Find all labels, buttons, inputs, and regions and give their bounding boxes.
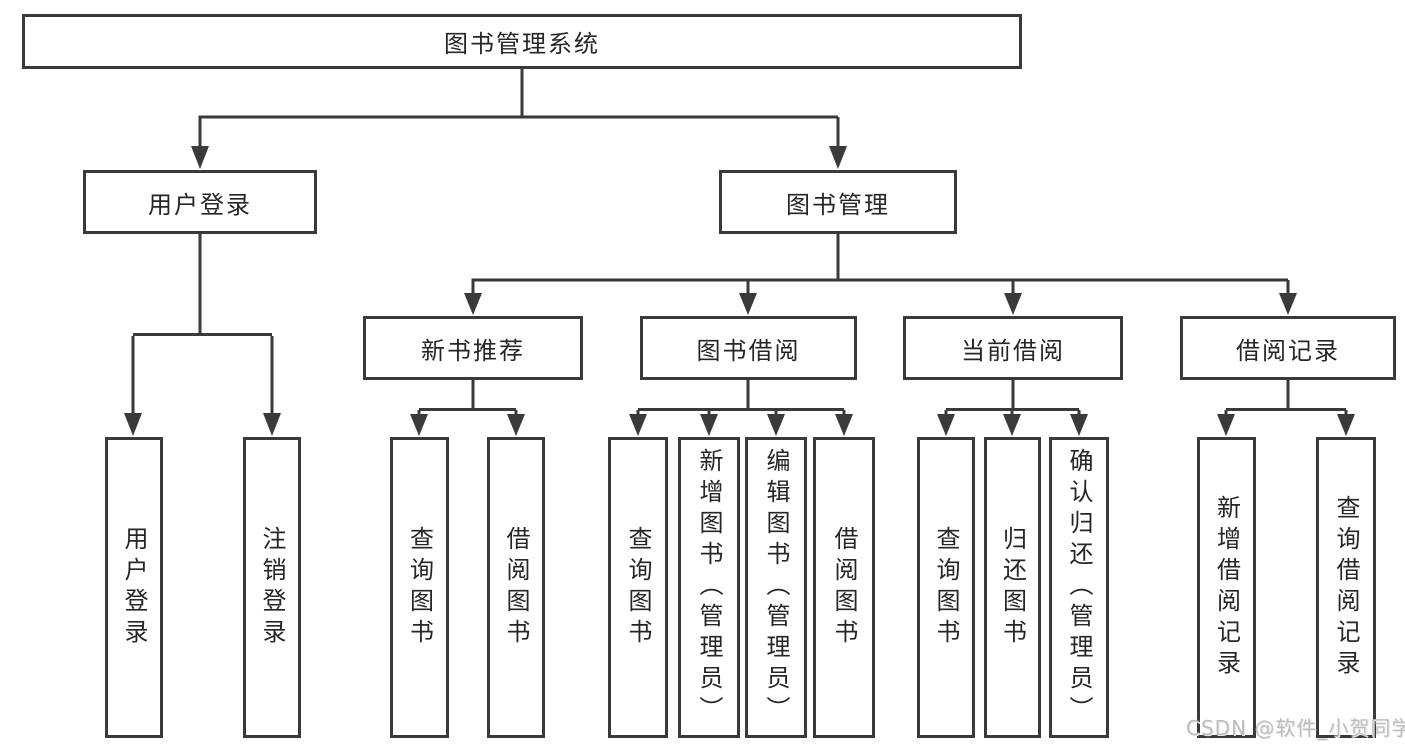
leaf-label: 归还图书 (998, 525, 1027, 650)
node-borrowing: 图书借阅 (640, 316, 857, 380)
leaf-label: 查询图书 (624, 525, 652, 650)
arrowhead (464, 293, 482, 315)
arrowhead (629, 414, 647, 436)
leaf-label: 借阅图书 (502, 525, 530, 650)
leaf-query-books-3: 查询图书 (917, 437, 975, 738)
leaf-query-books-1: 查询图书 (390, 437, 449, 738)
leaf-confirm-return-admin: 确认归还（管理员） (1049, 437, 1109, 738)
arrowhead (829, 146, 847, 169)
node-new-books: 新书推荐 (363, 316, 583, 380)
leaf-label: 新增借阅记录 (1212, 494, 1241, 681)
leaf-label: 用户登录 (120, 525, 148, 650)
node-records-label: 借阅记录 (1236, 336, 1340, 365)
connector-user-login (131, 234, 274, 418)
leaf-query-borrow-record: 查询借阅记录 (1316, 437, 1376, 738)
connector-records (1224, 380, 1348, 419)
leaf-label: 查询借阅记录 (1332, 494, 1360, 681)
node-book-mgmt-label: 图书管理 (786, 190, 890, 219)
arrowhead (1070, 414, 1088, 436)
leaf-label: 新增图书（管理员） (695, 448, 723, 727)
node-root-label: 图书管理系统 (444, 30, 600, 58)
leaf-label: 查询图书 (932, 525, 960, 650)
leaf-label: 确认归还（管理员） (1065, 448, 1093, 727)
leaf-logout: 注销登录 (243, 437, 301, 738)
leaf-borrow-books-1: 借阅图书 (487, 437, 545, 738)
arrowhead (835, 414, 853, 436)
node-user-login-label: 用户登录 (148, 190, 252, 219)
arrowhead (410, 414, 428, 436)
arrowhead (191, 146, 209, 169)
arrowhead (1003, 414, 1021, 436)
node-borrowing-label: 图书借阅 (696, 336, 801, 365)
arrowhead (1337, 414, 1355, 436)
connector-book-mgmt (471, 234, 1290, 299)
node-user-login: 用户登录 (83, 170, 317, 234)
node-book-mgmt: 图书管理 (719, 170, 957, 234)
leaf-label: 借阅图书 (830, 525, 858, 650)
arrowhead (1004, 293, 1022, 315)
csdn-watermark: CSDN @软件_小贺同学 (1186, 716, 1405, 740)
leaf-query-books-2: 查询图书 (608, 437, 668, 738)
leaf-add-borrow-record: 新增借阅记录 (1197, 437, 1256, 738)
node-root: 图书管理系统 (22, 14, 1022, 69)
leaf-label: 查询图书 (405, 525, 434, 650)
node-records: 借阅记录 (1180, 316, 1396, 380)
node-current: 当前借阅 (903, 316, 1123, 380)
connector-borrowing (636, 380, 846, 419)
leaf-user-login: 用户登录 (105, 437, 163, 738)
leaf-return-books: 归还图书 (984, 437, 1041, 738)
arrowheads (124, 146, 1355, 436)
leaf-borrow-books-2: 借阅图书 (813, 437, 875, 738)
leaf-label: 编辑图书（管理员） (762, 448, 790, 727)
connector-root (198, 68, 840, 150)
arrowhead (739, 293, 757, 315)
connector-current (944, 380, 1081, 419)
node-current-label: 当前借阅 (961, 336, 1065, 365)
leaf-label: 注销登录 (258, 525, 286, 650)
arrowhead (1279, 293, 1297, 315)
arrowhead (1217, 414, 1235, 436)
arrowhead (767, 414, 785, 436)
leaf-edit-books-admin: 编辑图书（管理员） (745, 437, 807, 738)
leaf-add-books-admin: 新增图书（管理员） (678, 437, 740, 738)
connector-new-books (417, 380, 518, 419)
arrowhead (124, 413, 142, 436)
arrowhead (263, 413, 281, 436)
arrowhead (507, 414, 525, 436)
node-new-books-label: 新书推荐 (421, 336, 525, 365)
arrowhead (937, 414, 955, 436)
arrowhead (700, 414, 718, 436)
